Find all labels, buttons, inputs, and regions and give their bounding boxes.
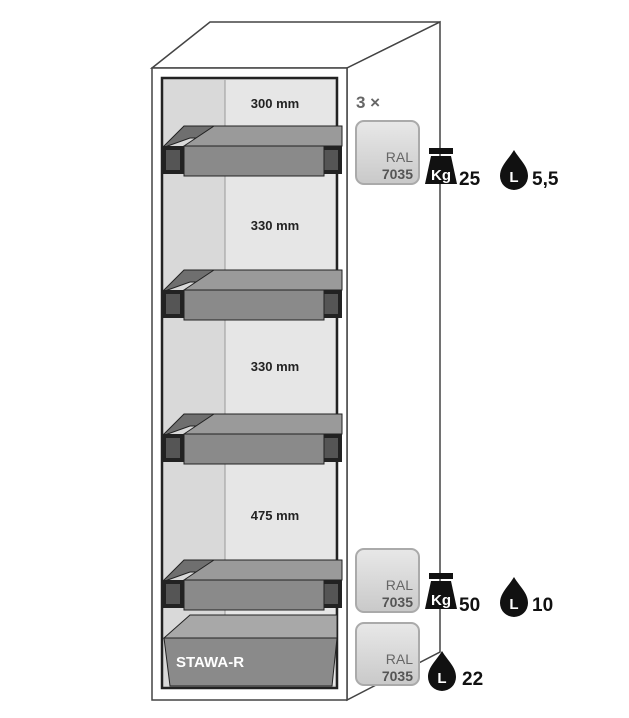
spacing-1: 300 mm (251, 96, 299, 111)
spacing-2: 330 mm (251, 218, 299, 233)
ral-swatch-sump: RAL 7035 (355, 622, 420, 686)
model-label: STAWA-R (176, 654, 244, 671)
sump-tray: STAWA-R (162, 614, 338, 687)
liquid-drop-icon (500, 577, 528, 617)
weight-icon (425, 573, 457, 609)
spacing-4: 475 mm (251, 508, 299, 523)
sump-volume: 22 (462, 669, 483, 690)
svg-text:7035: 7035 (382, 668, 413, 684)
svg-text:7035: 7035 (382, 594, 413, 610)
liquid-drop-icon (428, 651, 456, 691)
svg-text:7035: 7035 (382, 166, 413, 182)
weight-icon (425, 148, 457, 184)
bottom-shelf-volume: 10 (532, 595, 553, 616)
shelf-3 (161, 413, 343, 465)
shelf-volume: 5,5 (532, 169, 559, 190)
svg-text:RAL: RAL (386, 651, 413, 667)
svg-text:RAL: RAL (386, 149, 413, 165)
liquid-drop-icon (500, 150, 528, 190)
shelf-quantity: 3 × (356, 93, 380, 112)
shelf-2 (161, 269, 343, 321)
bottom-shelf-load: 50 (459, 595, 480, 616)
svg-text:RAL: RAL (386, 577, 413, 593)
ral-swatch-bottom-shelf: RAL 7035 (355, 548, 420, 613)
shelf-1 (161, 125, 343, 177)
shelf-4 (161, 559, 343, 611)
ral-swatch-shelves: RAL 7035 (355, 120, 420, 185)
spacing-3: 330 mm (251, 359, 299, 374)
shelf-load: 25 (459, 169, 481, 190)
